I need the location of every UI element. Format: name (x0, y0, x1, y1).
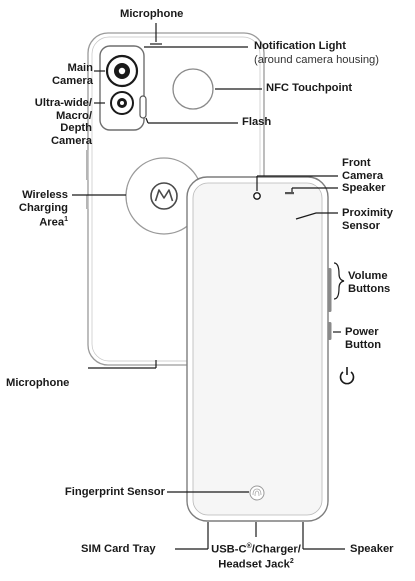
label-volume-buttons: Volume Buttons (348, 270, 390, 295)
label-usb-text2: Headset Jack (218, 558, 290, 571)
label-wireless-line2: Charging (18, 201, 68, 214)
label-sim-card-tray: SIM Card Tray (81, 543, 156, 555)
label-power-button: Power Button (345, 326, 381, 351)
label-usb-text1: USB-C (211, 543, 247, 556)
label-main-camera-line1: Main (67, 62, 93, 74)
power-icon (339, 367, 355, 385)
label-ultrawide-line3: Depth (60, 122, 92, 134)
label-front-camera-line1: Front (342, 157, 371, 169)
label-microphone-top: Microphone (120, 8, 184, 20)
label-wireless-charging: Wireless Charging Area1 (19, 189, 68, 229)
label-usb-line1: USB-C®/Charger/ (196, 541, 316, 556)
label-fingerprint-sensor: Fingerprint Sensor (64, 486, 165, 498)
camera-housing (99, 45, 147, 131)
label-power-line1: Power (345, 326, 379, 338)
earpiece-speaker (285, 192, 294, 195)
label-notification-light: Notification Light (254, 40, 346, 52)
label-notification-light-sub: (around camera housing) (254, 54, 379, 66)
label-main-camera: Main Camera (52, 62, 93, 87)
flash (139, 95, 147, 119)
front-screen (192, 182, 323, 516)
label-microphone-bottom: Microphone (6, 377, 70, 389)
label-front-camera-line2: Camera (342, 169, 384, 182)
label-ultrawide-line2: Macro/ (55, 109, 92, 122)
power-button-shape (328, 322, 332, 340)
label-ultrawide-line4: Camera (50, 134, 92, 147)
label-front-camera: Front Camera (342, 157, 383, 182)
label-usb-footnote: 2 (289, 558, 294, 566)
label-speaker-top: Speaker (342, 182, 386, 194)
label-wireless-area-text: Area (39, 216, 65, 229)
nfc-touchpoint (172, 68, 214, 110)
label-volume-line2: Buttons (348, 282, 391, 295)
label-proximity-sensor: Proximity Sensor (342, 207, 393, 232)
label-wireless-footnote: 1 (64, 216, 68, 223)
label-wireless-line1: Wireless (22, 189, 68, 201)
motorola-logo-icon (150, 182, 178, 210)
label-proximity-line2: Sensor (342, 219, 380, 232)
label-usb-text1b: /Charger/ (251, 543, 301, 556)
label-speaker-bottom: Speaker (350, 543, 394, 555)
label-main-camera-line2: Camera (51, 74, 93, 87)
leader-lines (72, 23, 345, 550)
volume-button-shape (328, 268, 332, 312)
label-ultrawide-line1: Ultra-wide/ (34, 97, 92, 109)
fingerprint-icon (249, 485, 265, 501)
label-usb-c: USB-C®/Charger/ Headset Jack2 (196, 541, 316, 571)
label-proximity-line1: Proximity (342, 207, 393, 219)
label-ultrawide-camera: Ultra-wide/ Macro/ Depth Camera (35, 97, 92, 147)
front-camera-lens (253, 192, 261, 200)
label-nfc-touchpoint: NFC Touchpoint (266, 82, 353, 94)
label-wireless-line3: Area1 (19, 214, 68, 229)
label-usb-line2: Headset Jack2 (196, 556, 316, 571)
label-usb-registered: ® (246, 543, 252, 550)
label-flash: Flash (242, 116, 272, 128)
label-power-line2: Button (345, 338, 382, 351)
front-phone (186, 176, 332, 522)
label-volume-line1: Volume (348, 270, 388, 282)
